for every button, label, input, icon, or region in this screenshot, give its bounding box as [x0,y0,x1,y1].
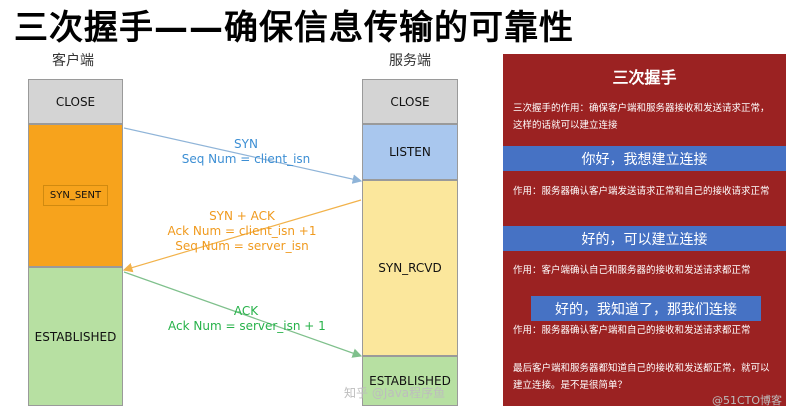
cto-watermark: @51CTO博客 [712,394,783,407]
syn-arrow [123,127,363,184]
client-state-syn-sent: SYN_SENT [28,124,123,267]
client-column-label: 客户端 [52,53,94,69]
syn-ack-message-line: Ack Num = client_isn +1 [167,224,317,238]
client-state-close: CLOSE [28,79,123,124]
client-syn-bubble: 你好，我想建立连接 [503,146,786,171]
panel-text-summary: 最后客户端和服务器都知道自己的接收和发送都正常，就可以建立连接。是不是很简单？ [513,363,770,391]
syn-ack-message-line: SYN + ACK [209,209,275,223]
panel-text-step2: 作用：客户端确认自己和服务器的接收和发送请求都正常 [513,265,751,276]
syn-ack-message-line: Seq Num = server_isn [175,239,309,253]
ack-arrow [123,271,363,358]
client-ack-bubble: 好的，我知道了，那我们连接 [531,296,761,321]
panel-title: 三次握手 [612,68,677,87]
panel-text-step3: 作用：服务器确认客户端和自己的接收和发送请求都正常 [513,325,751,336]
syn-message-line: Seq Num = client_isn [181,152,311,166]
server-state-syn-rcvd: SYN_RCVD [362,180,458,356]
ack-message: ACK Ack Num = server_isn + 1 [168,304,326,334]
panel-intro-text: 三次握手的作用：确保客户端和服务器接收和发送请求正常，这样的话就可以建立连接 [513,103,770,131]
zhihu-watermark: 知乎 @Java程序鱼 [344,386,446,400]
syn-message-line: SYN [234,137,258,151]
page-title: 三次握手——确保信息传输的可靠性 [14,8,574,48]
syn-message: SYN Seq Num = client_isn [176,137,316,167]
server-synack-bubble: 好的，可以建立连接 [503,226,786,251]
syn-ack-arrow [122,199,362,273]
explanation-panel: 三次握手 三次握手的作用：确保客户端和服务器接收和发送请求正常，这样的话就可以建… [503,54,786,406]
server-column-label: 服务端 [389,53,431,69]
server-state-close: CLOSE [362,79,458,124]
client-state-syn-sent-label: SYN_SENT [42,185,109,206]
ack-message-line: ACK [233,304,259,318]
server-state-established: ESTABLISHED [362,356,458,406]
client-state-established: ESTABLISHED [28,267,123,406]
panel-text-step1: 作用：服务器确认客户端发送请求正常和自己的接收请求正常 [513,186,770,197]
syn-ack-message: SYN + ACK Ack Num = client_isn +1 Seq Nu… [166,209,318,254]
ack-message-line: Ack Num = server_isn + 1 [168,319,326,333]
server-state-listen: LISTEN [362,124,458,180]
